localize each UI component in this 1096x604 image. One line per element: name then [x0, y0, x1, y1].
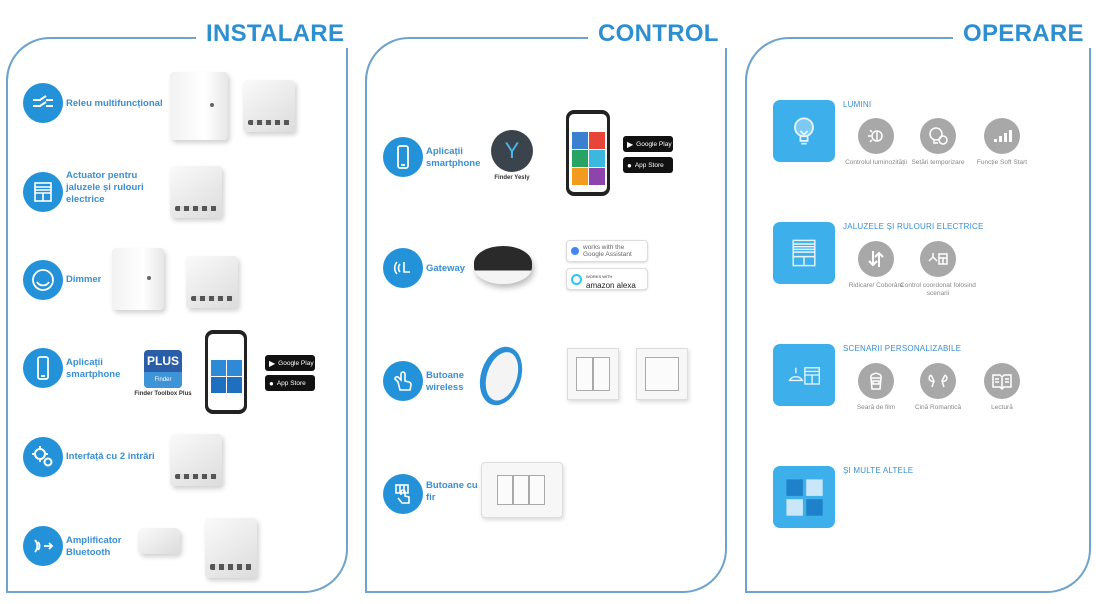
- scenes-icon: [773, 344, 835, 406]
- feature-label: Aplicații smartphone: [66, 357, 121, 380]
- panel-corner: [6, 37, 52, 83]
- panel-title: CONTROL: [588, 20, 729, 48]
- app-caption: Finder Toolbox Plus: [134, 391, 192, 397]
- app-icon-title: PLUS: [146, 354, 179, 368]
- blinds-icon: [773, 222, 835, 284]
- feature-label: Butoane wireless: [426, 370, 464, 393]
- panel-frame: [745, 37, 1091, 593]
- timer-bulb-icon: [920, 118, 956, 154]
- feature-label: Aplicații smartphone: [426, 146, 481, 169]
- dimmer-module-image: [186, 256, 238, 308]
- app-store-badge[interactable]: ● App Store: [265, 375, 315, 391]
- bluetooth-module-image: [205, 518, 257, 578]
- play-icon: ▶: [627, 139, 634, 149]
- single-switch-image: [636, 348, 688, 400]
- wired-switch-image: [481, 462, 563, 518]
- sub-label: Seară de film: [856, 404, 896, 411]
- tiles-icon: [773, 466, 835, 528]
- blinds-icon: [23, 172, 63, 212]
- blinds-actuator-image: [170, 166, 222, 218]
- play-icon: ▶: [269, 358, 276, 368]
- google-play-badge[interactable]: ▶ Google Play: [623, 136, 673, 152]
- apple-icon: ●: [627, 160, 632, 170]
- panel-corner: [365, 37, 411, 83]
- panel-title: OPERARE: [953, 20, 1094, 48]
- relay-device-image: [170, 72, 228, 140]
- gateway-device-image: [474, 246, 532, 284]
- feature-label: Butoane cu fir: [426, 480, 478, 503]
- lightbulb-icon: [773, 100, 835, 162]
- book-icon: [984, 363, 1020, 399]
- category-title: ȘI MULTE ALTELE: [843, 466, 914, 475]
- app-store-badge[interactable]: ● App Store: [623, 157, 673, 173]
- gears-icon: [23, 437, 63, 477]
- google-assistant-badge: works with the Google Assistant: [566, 240, 648, 262]
- gateway-icon: [383, 248, 423, 288]
- bluetooth-amplifier-icon: [23, 526, 63, 566]
- apple-icon: ●: [269, 378, 274, 388]
- panel-frame: [6, 37, 348, 593]
- finder-yesly-app-icon[interactable]: Y: [491, 130, 533, 172]
- brightness-icon: [858, 118, 894, 154]
- feature-label: Dimmer: [66, 274, 102, 285]
- panel-top-rule: [789, 37, 1089, 39]
- dimmer-icon: [23, 260, 63, 300]
- finder-toolbox-plus-app-icon[interactable]: PLUS Finder: [144, 350, 182, 388]
- phone-screenshot: [566, 110, 610, 196]
- category-title: SCENARII PERSONALIZABILE: [843, 344, 962, 353]
- smartphone-icon: [383, 137, 423, 177]
- sub-label: Cină Romantică: [914, 404, 962, 411]
- switch-relay-icon: [23, 83, 63, 123]
- phone-screenshot: [205, 330, 247, 414]
- badge-line1: WORKS WITH: [586, 273, 613, 279]
- panel-title: INSTALARE: [196, 20, 355, 48]
- panel-corner: [745, 37, 791, 83]
- popcorn-icon: [858, 363, 894, 399]
- badge-label: Google Play: [278, 359, 314, 367]
- wired-button-icon: [383, 474, 423, 514]
- feature-label: Releu multifuncțional: [66, 98, 163, 109]
- smartphone-icon: [23, 348, 63, 388]
- sub-label: Lectură: [991, 404, 1013, 411]
- touch-hand-icon: [383, 361, 423, 401]
- feature-label: Gateway: [426, 263, 466, 274]
- feature-label: Actuator pentru jaluzele și rulouri elec…: [66, 170, 144, 205]
- badge-line2: amazon alexa: [586, 280, 636, 290]
- double-switch-image: [567, 348, 619, 400]
- badge-label: App Store: [276, 379, 306, 387]
- usb-dongle-image: [138, 528, 180, 554]
- dimmer-device-image: [112, 248, 164, 310]
- panel-top-rule: [409, 37, 725, 39]
- google-assistant-icon: [571, 247, 579, 255]
- feature-label: Amplificator Bluetooth: [66, 535, 122, 558]
- soft-start-icon: [984, 118, 1020, 154]
- sub-label: Funcție Soft Start: [976, 159, 1028, 166]
- panel-frame: [365, 37, 727, 593]
- amazon-alexa-badge: WORKS WITH amazon alexa: [566, 268, 648, 290]
- up-down-arrows-icon: [858, 241, 894, 277]
- interface-module-image: [170, 434, 222, 486]
- sub-label: Ridicare/ Coborâre: [848, 282, 904, 289]
- badge-line2: Google Assistant: [583, 251, 632, 258]
- badge-label: App Store: [634, 161, 664, 169]
- sub-label: Controlul luminozității: [845, 159, 907, 166]
- sub-label: Control coordonat folosind scenarii: [900, 282, 976, 297]
- google-play-badge[interactable]: ▶ Google Play: [265, 355, 315, 371]
- scene-control-icon: [920, 241, 956, 277]
- sub-label: Setări temporizare: [911, 159, 965, 166]
- app-letter: Y: [504, 138, 520, 163]
- wine-glasses-icon: [920, 363, 956, 399]
- alexa-icon: [571, 273, 582, 285]
- badge-label: Google Play: [636, 140, 672, 148]
- app-icon-brand: Finder: [144, 372, 182, 388]
- relay-module-image: [243, 80, 295, 132]
- badge-line1: works with the: [583, 244, 625, 251]
- feature-label: Interfață cu 2 intrări: [66, 451, 155, 462]
- category-title: LUMINI: [843, 100, 872, 109]
- app-caption: Finder Yesly: [494, 175, 530, 181]
- category-title: JALUZELE ȘI RULOURI ELECTRICE: [843, 222, 984, 231]
